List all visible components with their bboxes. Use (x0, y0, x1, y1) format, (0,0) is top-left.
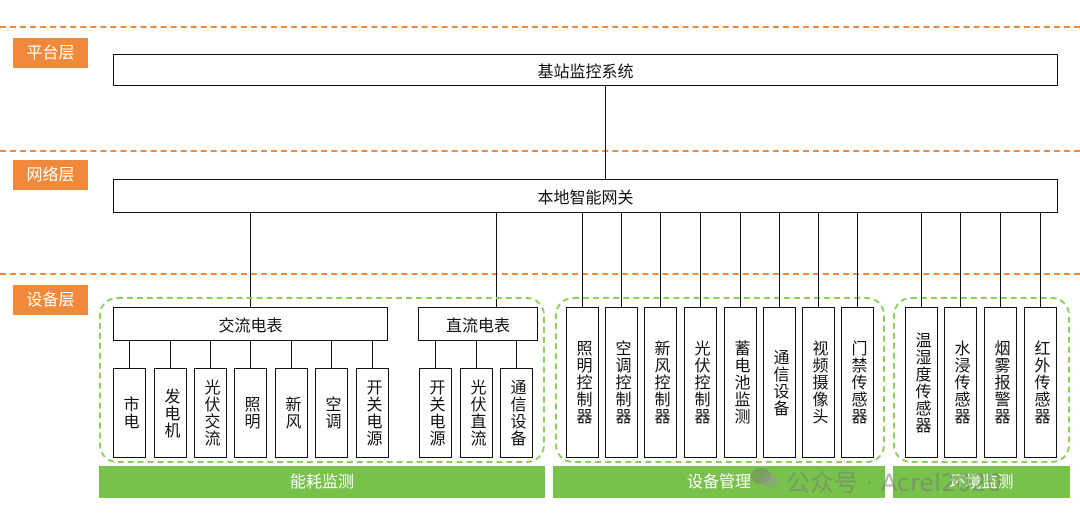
device-item-comm-equipment: 通信设备 (763, 307, 796, 458)
group-frame-energy (99, 297, 545, 463)
connector-gateway-dc-meter (496, 213, 497, 307)
layer-label-device: 设备层 (13, 285, 88, 315)
dc-item-switching-power: 开关电源 (419, 368, 452, 458)
env-item-water-leak-sensor: 水浸传感器 (944, 307, 977, 458)
ac-item-fresh-air: 新风 (275, 368, 308, 458)
connector-gateway-device (818, 213, 819, 307)
wechat-icon (751, 468, 779, 488)
ac-item-air-conditioner: 空调 (315, 368, 348, 458)
watermark-text: 公众号 · Acrel2020 (786, 469, 1002, 497)
connector-gateway-device (660, 213, 661, 307)
group-frame-environment (893, 297, 1070, 463)
device-item-video-camera: 视频摄像头 (802, 307, 835, 458)
connector-platform-gateway (605, 86, 606, 179)
gateway-box: 本地智能网关 (113, 179, 1058, 213)
connector-gateway-device (621, 213, 622, 307)
connector-dc-item (435, 341, 436, 368)
connector-ac-item (210, 341, 211, 368)
device-item-battery-monitor: 蓄电池监测 (724, 307, 757, 458)
ac-meter-box: 交流电表 (113, 307, 388, 341)
connector-gateway-env (960, 213, 961, 307)
device-item-lighting-controller: 照明控制器 (566, 307, 599, 458)
connector-ac-item (331, 341, 332, 368)
dc-item-pv-dc: 光伏直流 (460, 368, 493, 458)
dc-item-comm-equipment: 通信设备 (500, 368, 533, 458)
ac-item-pv-ac: 光伏交流 (194, 368, 227, 458)
connector-dc-item (476, 341, 477, 368)
env-item-smoke-alarm: 烟雾报警器 (984, 307, 1017, 458)
layer-label-network: 网络层 (13, 160, 88, 190)
connector-gateway-env (921, 213, 922, 307)
connector-gateway-device (740, 213, 741, 307)
env-item-temp-humidity-sensor: 温湿度传感器 (905, 307, 938, 458)
connector-dc-item (516, 341, 517, 368)
device-item-fresh-air-controller: 新风控制器 (644, 307, 677, 458)
device-item-access-sensor: 门禁传感器 (841, 307, 874, 458)
group-label-environment: 环境监测 (893, 466, 1070, 498)
connector-gateway-device (582, 213, 583, 307)
connector-ac-item (372, 341, 373, 368)
group-label-device: 设备管理 (553, 466, 885, 498)
device-item-pv-controller: 光伏控制器 (684, 307, 717, 458)
platform-system-box: 基站监控系统 (113, 54, 1058, 86)
ac-item-mains: 市电 (113, 368, 146, 458)
group-label-energy: 能耗监测 (99, 466, 545, 498)
connector-ac-item (250, 341, 251, 368)
layer-divider-platform-network (0, 150, 1080, 152)
connector-ac-item (170, 341, 171, 368)
layer-divider-top (0, 26, 1080, 28)
group-frame-device (555, 297, 885, 463)
ac-item-generator: 发电机 (154, 368, 187, 458)
connector-gateway-device (700, 213, 701, 307)
connector-gateway-device (857, 213, 858, 307)
connector-ac-item (129, 341, 130, 368)
env-item-infrared-sensor: 红外传感器 (1024, 307, 1057, 458)
ac-item-lighting: 照明 (234, 368, 267, 458)
device-item-ac-controller: 空调控制器 (605, 307, 638, 458)
connector-gateway-ac-meter (250, 213, 251, 307)
connector-gateway-device (779, 213, 780, 307)
connector-ac-item (291, 341, 292, 368)
connector-gateway-env (1000, 213, 1001, 307)
layer-label-platform: 平台层 (13, 38, 88, 68)
layer-divider-network-device (0, 273, 1080, 275)
dc-meter-box: 直流电表 (418, 307, 538, 341)
connector-gateway-env (1040, 213, 1041, 307)
ac-item-switching-power: 开关电源 (356, 368, 389, 458)
